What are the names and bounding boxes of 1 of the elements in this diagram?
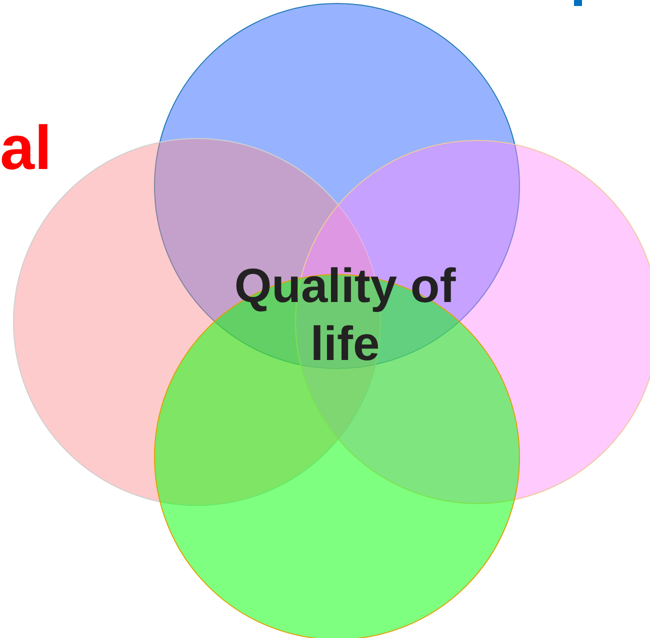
cropped-heading: al <box>0 118 52 180</box>
